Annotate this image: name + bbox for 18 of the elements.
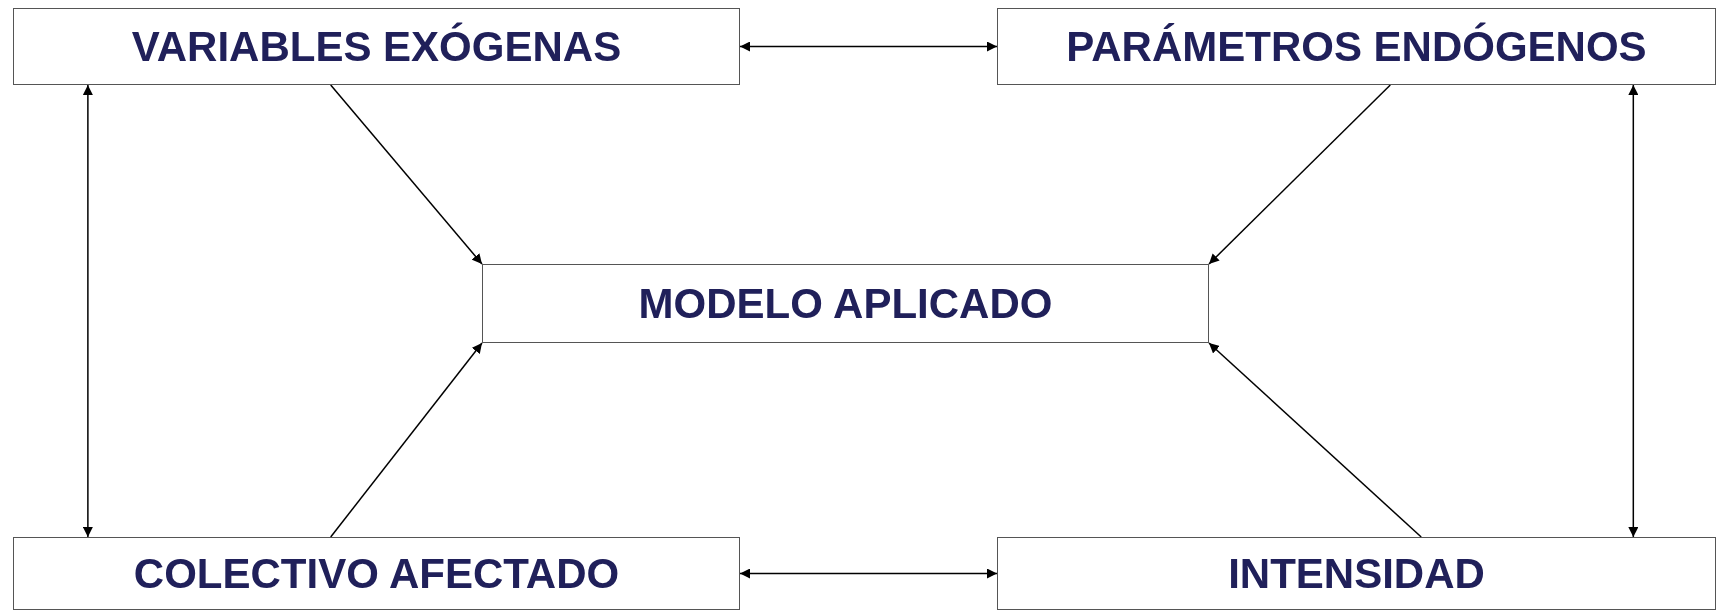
process-box (13, 8, 740, 85)
box-label: PARÁMETROS ENDÓGENOS (1066, 22, 1647, 71)
process-box (13, 537, 740, 610)
arrow (1628, 84, 1639, 538)
arrow (329, 84, 483, 265)
process-box (997, 8, 1716, 85)
box-label: MODELO APLICADO (638, 279, 1053, 328)
arrow (1208, 342, 1422, 538)
box-label: COLECTIVO AFECTADO (133, 549, 620, 598)
arrow (1208, 84, 1392, 265)
arrow (82, 84, 93, 538)
arrow (739, 568, 998, 579)
box-label: VARIABLES EXÓGENAS (131, 22, 622, 71)
box-label: INTENSIDAD (1228, 549, 1485, 598)
arrow (739, 41, 998, 52)
process-box (997, 537, 1716, 610)
process-box (482, 264, 1209, 343)
arrow (329, 342, 483, 538)
